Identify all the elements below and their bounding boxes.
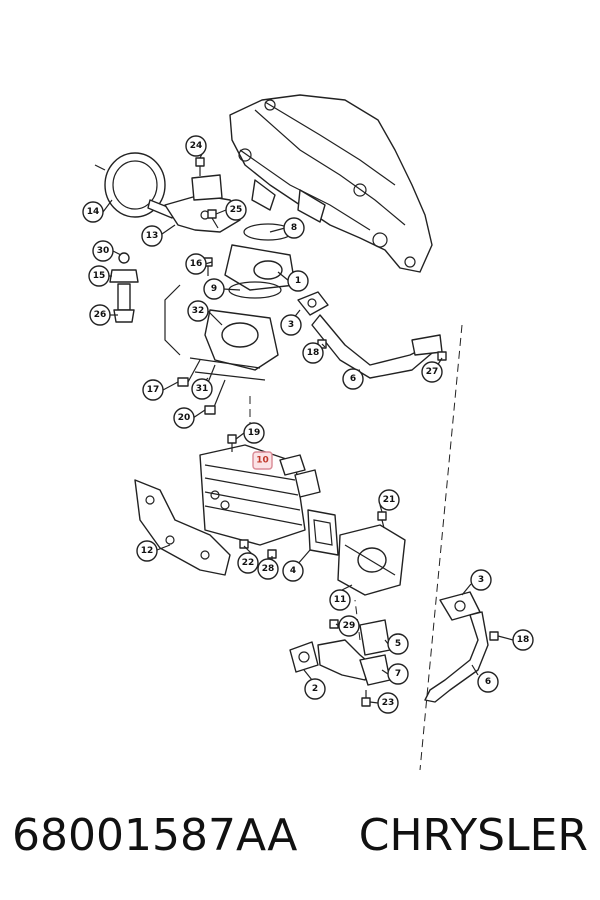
svg-text:6: 6 [485, 677, 491, 687]
callout-31: 31 [191, 378, 213, 400]
svg-text:7: 7 [395, 669, 401, 679]
callout-15: 15 [88, 265, 110, 287]
callout-22: 22 [237, 552, 259, 574]
svg-text:5: 5 [395, 639, 401, 649]
svg-text:8: 8 [291, 223, 297, 233]
bracket-12 [134, 479, 231, 576]
callout-26: 26 [89, 304, 111, 326]
svg-text:26: 26 [94, 310, 107, 320]
svg-text:22: 22 [242, 558, 255, 568]
callout-23: 23 [377, 692, 399, 714]
svg-text:4: 4 [290, 566, 296, 576]
callout-6-lower: 6 [477, 671, 499, 693]
svg-text:20: 20 [178, 413, 191, 423]
svg-text:6: 6 [350, 374, 356, 384]
callout-3: 3 [280, 314, 302, 336]
svg-text:17: 17 [147, 385, 160, 395]
exploded-parts-diagram: 24 14 13 25 8 30 16 15 1 9 26 32 3 18 6 … [82, 94, 534, 771]
callout-8: 8 [283, 217, 305, 239]
svg-text:27: 27 [426, 367, 439, 377]
callout-25: 25 [225, 199, 247, 221]
gasket-4 [307, 509, 339, 556]
bolt-22 [239, 539, 249, 549]
egr-cooler [199, 444, 321, 546]
sensor-assembly [109, 252, 139, 323]
tube-6-lower [424, 591, 489, 703]
callout-9: 9 [203, 278, 225, 300]
svg-text:1: 1 [295, 276, 301, 286]
group-bracket [164, 284, 181, 356]
svg-text:31: 31 [196, 384, 209, 394]
svg-text:29: 29 [343, 621, 356, 631]
callout-12: 12 [136, 540, 158, 562]
callout-4: 4 [282, 560, 304, 582]
nut-29 [329, 619, 339, 629]
callout-29: 29 [338, 615, 360, 637]
callout-13: 13 [141, 225, 163, 247]
callout-18: 18 [302, 342, 324, 364]
callout-20: 20 [173, 407, 195, 429]
bolt-23 [361, 690, 371, 707]
callout-28: 28 [257, 558, 279, 580]
callout-24: 24 [185, 135, 207, 157]
svg-text:18: 18 [307, 348, 320, 358]
svg-text:15: 15 [93, 271, 106, 281]
egr-valve-upper [189, 223, 296, 381]
callout-21: 21 [378, 489, 400, 511]
vacuum-actuator [94, 152, 176, 219]
callout-14: 14 [82, 201, 104, 223]
callout-1: 1 [287, 270, 309, 292]
svg-text:23: 23 [382, 698, 395, 708]
svg-text:24: 24 [190, 141, 203, 151]
callout-16: 16 [185, 253, 207, 275]
svg-text:12: 12 [141, 546, 154, 556]
svg-text:2: 2 [312, 684, 318, 694]
callout-32: 32 [187, 300, 209, 322]
caption-bar: 68001587AA CHRYSLER [0, 790, 600, 880]
egr-valve-11 [337, 524, 406, 596]
part-number: 68001587AA [12, 809, 298, 861]
svg-text:10: 10 [256, 456, 269, 466]
bolt-24 [195, 157, 205, 176]
svg-text:18: 18 [517, 635, 530, 645]
callout-11: 11 [329, 589, 351, 611]
svg-text:32: 32 [192, 306, 205, 316]
svg-text:30: 30 [97, 246, 110, 256]
svg-text:14: 14 [87, 207, 100, 217]
bolt-18-lower [489, 631, 499, 641]
callout-7: 7 [387, 663, 409, 685]
callout-17: 17 [142, 379, 164, 401]
svg-text:28: 28 [262, 564, 275, 574]
assembly-line [419, 324, 463, 771]
callout-2: 2 [304, 678, 326, 700]
svg-text:11: 11 [334, 595, 347, 605]
intake-manifold [229, 94, 433, 273]
bracket-13 [164, 174, 241, 233]
callout-30: 30 [92, 240, 114, 262]
lower-pipe-assembly [289, 619, 391, 686]
svg-text:13: 13 [146, 231, 159, 241]
callout-27: 27 [421, 361, 443, 383]
bolt-27 [437, 351, 447, 361]
svg-text:25: 25 [230, 205, 243, 215]
callout-18-lower: 18 [512, 629, 534, 651]
svg-text:16: 16 [190, 259, 203, 269]
svg-text:3: 3 [478, 575, 484, 585]
tube-6-upper [297, 291, 443, 379]
callout-3-lower: 3 [470, 569, 492, 591]
callout-6: 6 [342, 368, 364, 390]
callout-10-highlighted[interactable]: 10 [252, 451, 273, 470]
svg-text:21: 21 [383, 495, 396, 505]
svg-text:9: 9 [211, 284, 217, 294]
callout-5: 5 [387, 633, 409, 655]
svg-text:19: 19 [248, 428, 261, 438]
svg-text:3: 3 [288, 320, 294, 330]
brand-name: CHRYSLER [358, 809, 588, 861]
callout-19: 19 [243, 422, 265, 444]
